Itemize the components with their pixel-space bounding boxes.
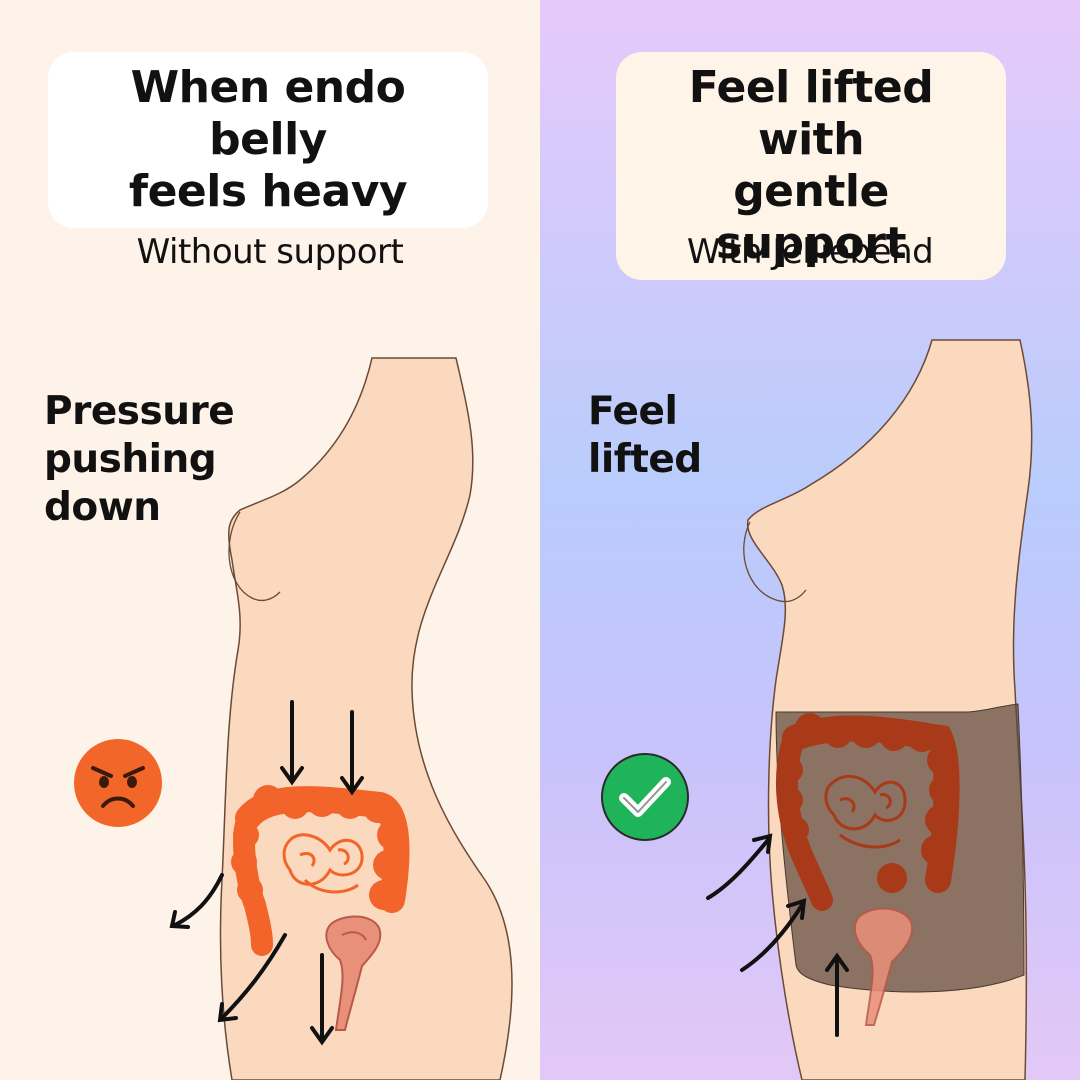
- support-band: [775, 703, 1025, 993]
- left-subtitle: Without support: [136, 232, 404, 272]
- right-callout: Feel lifted: [588, 389, 702, 482]
- uterus-icon: [853, 907, 913, 1026]
- without-support-panel: When endo belly feels heavy Without supp…: [0, 0, 540, 1080]
- torso-silhouette: [219, 357, 513, 1080]
- right-subtitle: With Jelliebend: [686, 232, 934, 272]
- downward-pressure-arrows: [169, 700, 364, 1046]
- intestine-icon: [775, 713, 960, 911]
- with-support-panel: Feel lifted with gentle support With Jel…: [540, 0, 1080, 1080]
- left-title-box: When endo belly feels heavy: [48, 52, 488, 228]
- right-title: Feel lifted with gentle support: [688, 62, 934, 269]
- body-illustration-supported: [706, 339, 1033, 1080]
- angry-face-icon: [74, 739, 162, 827]
- right-title-box: Feel lifted with gentle support: [616, 52, 1006, 280]
- body-illustration-unsupported: [169, 357, 513, 1080]
- check-mark-icon: [601, 753, 689, 841]
- left-title: When endo belly feels heavy: [128, 62, 408, 217]
- upward-lift-arrows: [706, 833, 849, 1037]
- left-callout: Pressure pushing down: [44, 389, 235, 530]
- uterus-icon: [325, 915, 382, 1031]
- intestine-icon: [231, 785, 410, 956]
